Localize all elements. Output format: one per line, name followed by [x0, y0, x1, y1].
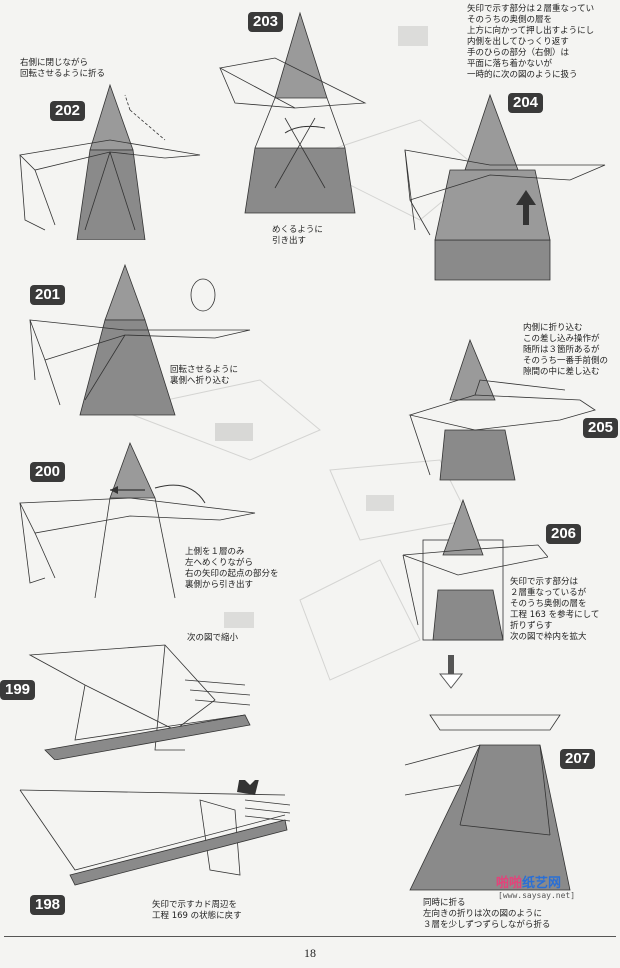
figure-step-205: [408, 338, 596, 481]
site-watermark: 啪啪纸艺网: [496, 872, 561, 891]
figure-step-201: [29, 263, 251, 416]
note-step-204: 矢印で示す部分は２層重なってい そのうちの奥側の層を 上方に向かって押し出すよう…: [467, 4, 595, 80]
step-number-200: 200: [30, 462, 66, 482]
note-step-205: 内側に折り込む この差し込み操作が 随所は３箇所あるが そのうち一番手前側の 隙…: [523, 323, 609, 377]
footer-divider: [4, 936, 616, 937]
note-step-202: 右側に閉じながら 回転させるように折る: [20, 58, 106, 79]
step-number-206: 206: [546, 524, 582, 544]
watermark-url: [www.saysay.net]: [498, 891, 576, 900]
note-step-207: 同時に折る 左向きの折りは次の図のように ３層を少しずつずらしながら折る: [423, 898, 551, 930]
figure-step-206: [402, 498, 548, 641]
figure-step-199: [28, 644, 251, 760]
note-step-206: 矢印で示す部分は ２層重なっているが そのうち奥側の層を 工程 163 を参考に…: [510, 577, 600, 642]
down-arrow-icon: [438, 655, 464, 689]
figure-step-200: [19, 441, 256, 599]
figure-step-203: [218, 11, 367, 214]
note-step-201: 回転させるように 裏側へ折り込む: [170, 365, 239, 386]
note-step-200: 上側を１層のみ 左へめくりながら 右の矢印の起点の部分を 裏側から引き出す: [185, 547, 279, 590]
step-number-205: 205: [583, 418, 619, 438]
watermark-brand-b: 纸艺网: [522, 876, 562, 891]
figure-step-198: [19, 780, 291, 886]
step-number-203: 203: [248, 12, 284, 32]
figure-step-207: [404, 714, 571, 891]
note-step-203: めくるように 引き出す: [272, 225, 323, 246]
step-number-204: 204: [508, 93, 544, 113]
step-number-198: 198: [30, 895, 66, 915]
step-number-199: 199: [0, 680, 36, 700]
watermark-brand-a: 啪啪: [496, 876, 523, 891]
figure-step-202: [19, 83, 201, 240]
step-number-201: 201: [30, 285, 66, 305]
note-step-199: 次の図で縮小: [187, 633, 239, 643]
figure-step-204: [404, 93, 606, 281]
note-step-198: 矢印で示すカド周辺を 工程 169 の状態に戻す: [152, 900, 242, 921]
step-number-202: 202: [50, 101, 86, 121]
step-number-207: 207: [560, 749, 596, 769]
page-number: 18: [304, 946, 316, 960]
